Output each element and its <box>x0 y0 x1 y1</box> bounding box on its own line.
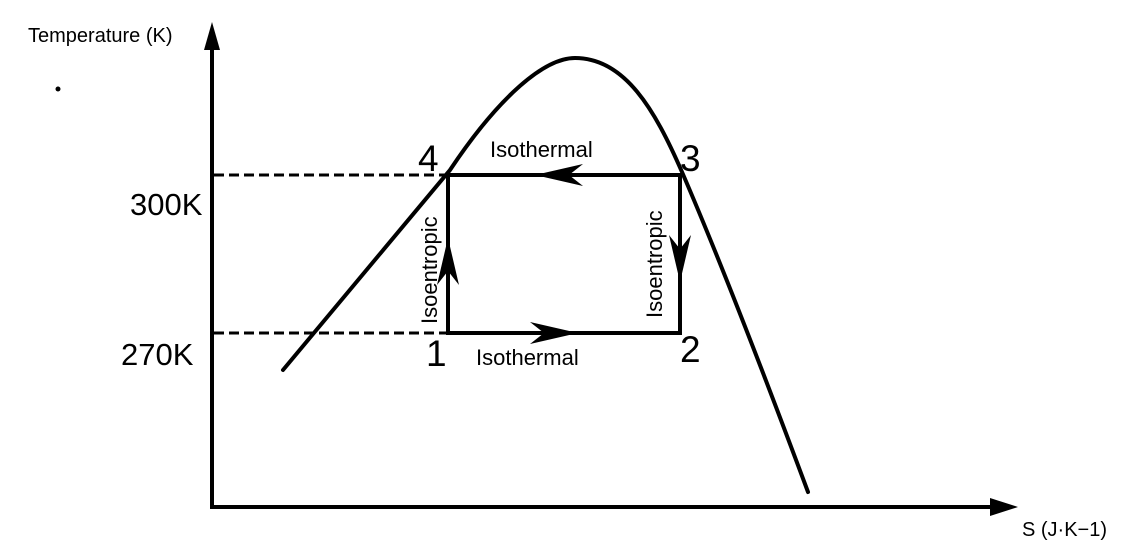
stray-dot <box>55 86 61 92</box>
low-temperature-label: 270K <box>121 337 194 372</box>
bottom-isothermal-arrow <box>530 322 578 344</box>
state-2-label: 2 <box>680 329 701 370</box>
x-axis-arrowhead <box>990 498 1018 516</box>
right-process-label: Isoentropic <box>642 210 667 318</box>
state-4-label: 4 <box>418 138 439 179</box>
saturation-dome-curve <box>281 55 810 494</box>
state-1-label: 1 <box>426 333 447 374</box>
top-isothermal-arrow <box>535 164 583 186</box>
y-axis-arrowhead <box>204 22 220 50</box>
left-process-label: Isoentropic <box>417 216 442 324</box>
y-axis-title: Temperature (K) <box>28 25 173 47</box>
left-isoentropic-arrow <box>437 238 459 285</box>
right-isoentropic-arrow <box>669 235 691 282</box>
bottom-process-label: Isothermal <box>476 345 579 370</box>
top-process-label: Isothermal <box>490 137 593 162</box>
x-axis-title: S (J·K−1) <box>1022 519 1107 541</box>
state-3-label: 3 <box>680 138 701 179</box>
high-temperature-label: 300K <box>130 187 203 222</box>
